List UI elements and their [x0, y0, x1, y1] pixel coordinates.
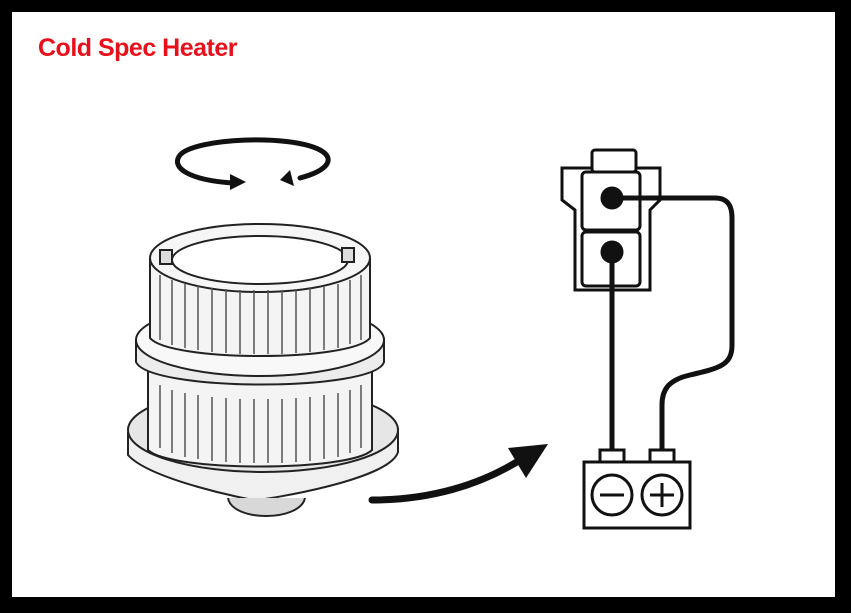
curved-arrow-icon — [368, 444, 548, 504]
rotation-arrow-icon — [175, 137, 331, 190]
figure-frame: Cold Spec Heater — [10, 10, 837, 599]
test-wires — [609, 195, 735, 455]
figure-title: Cold Spec Heater — [38, 34, 238, 62]
battery-icon — [582, 448, 692, 530]
blower-motor-fan — [127, 223, 399, 517]
